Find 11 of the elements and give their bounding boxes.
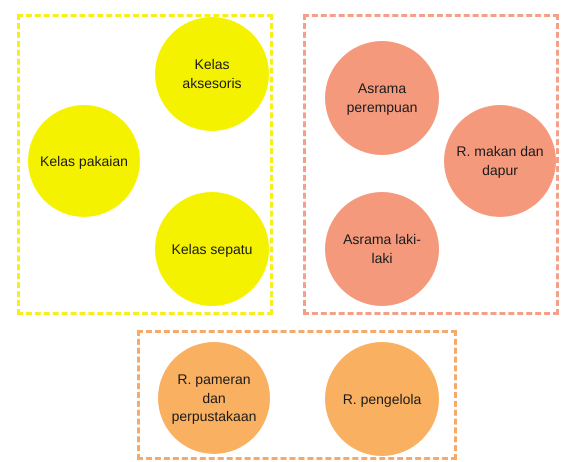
room-label: Kelas aksesoris: [181, 55, 243, 93]
group-frame: [137, 330, 457, 460]
room-label: Asrama laki-laki: [342, 230, 422, 268]
room-label: Kelas sepatu: [172, 240, 252, 258]
group-frame: [17, 14, 273, 315]
room-label: R. pameran dan perpustakaan: [170, 370, 258, 426]
room-label: R. pengelola: [342, 390, 422, 408]
room-label: R. makan dan dapur: [455, 142, 545, 180]
room-label: Kelas pakaian: [40, 152, 128, 170]
group-frame: [303, 14, 559, 315]
room-label: Asrama perempuan: [346, 79, 418, 117]
